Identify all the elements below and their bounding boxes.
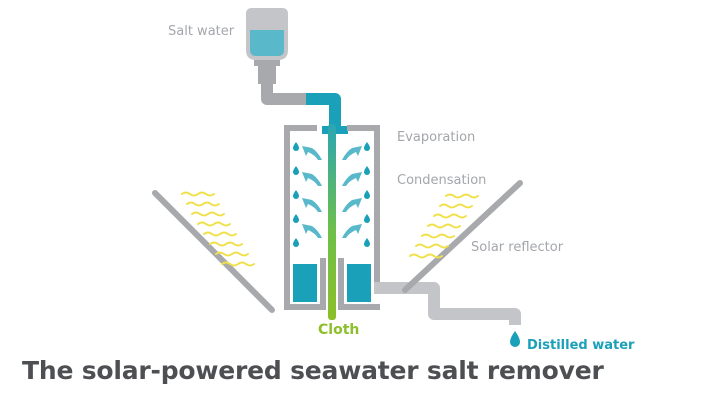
label-solar-reflector: Solar reflector xyxy=(471,240,564,255)
cloth-wick xyxy=(328,124,336,320)
label-condensation: Condensation xyxy=(397,173,487,188)
left-sun-waves xyxy=(181,191,255,267)
distilled-water-drop-icon xyxy=(510,331,520,347)
condensation-droplets xyxy=(293,142,370,247)
label-cloth: Cloth xyxy=(318,322,360,338)
left-solar-reflector xyxy=(152,190,275,313)
right-sun-waves xyxy=(409,193,479,259)
label-distilled-water: Distilled water xyxy=(527,338,635,353)
diagram-title: The solar-powered seawater salt remover xyxy=(22,356,604,385)
outflow-pipe xyxy=(374,282,521,325)
still-frame xyxy=(284,125,380,310)
label-salt-water: Salt water xyxy=(168,24,235,39)
evaporation-arrows xyxy=(302,146,362,238)
label-evaporation: Evaporation xyxy=(397,130,476,145)
salt-water-bottle xyxy=(246,8,288,84)
left-water-reservoir xyxy=(293,264,317,302)
right-water-reservoir xyxy=(347,264,371,302)
right-solar-reflector xyxy=(402,180,523,293)
